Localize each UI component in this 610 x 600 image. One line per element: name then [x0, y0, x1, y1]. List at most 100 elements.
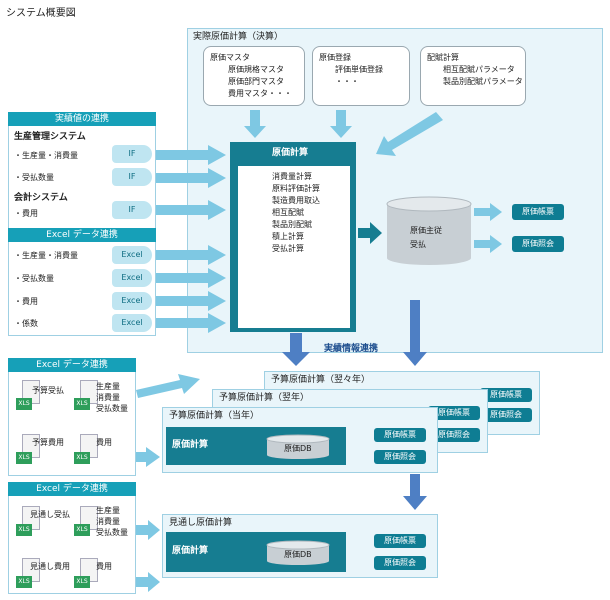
xls-file-item: 生産量	[96, 506, 120, 515]
arrow-right	[156, 145, 226, 165]
budget-db: 原価DB	[266, 434, 330, 460]
actual-panel-title: 実際原価計算（決算）	[193, 32, 284, 42]
prod-system-label: 生産管理システム	[14, 132, 86, 142]
register-box-line: 評価単価登録	[335, 65, 383, 74]
budget-report-button[interactable]: 原価帳票	[480, 388, 532, 402]
source-item: ・受払数量	[14, 274, 54, 283]
arrow-right	[156, 245, 226, 265]
source-item: ・係数	[14, 319, 38, 328]
master-box-line: 原価規格マスタ	[228, 65, 284, 74]
arrow-down-blue	[403, 300, 427, 366]
budget-excel-header: Excel データ連携	[8, 358, 136, 372]
xls-file-icon: XLS	[74, 558, 100, 590]
master-box-line: 原価マスタ	[210, 53, 250, 62]
arrow-right	[156, 313, 226, 333]
cost-calc-item: 消費量計算	[272, 172, 312, 181]
cost-report-button[interactable]: 原価帳票	[512, 204, 564, 220]
budget-layer-title: 予算原価計算（翌年）	[219, 393, 310, 403]
budget-layer-title: 予算原価計算（当年）	[169, 411, 260, 421]
arrow-down-blue	[282, 333, 310, 366]
cylinder-icon	[386, 196, 472, 265]
forecast-report-button[interactable]: 原価帳票	[374, 534, 426, 548]
xls-file-item: 消費量	[96, 517, 120, 526]
arrow-down	[330, 110, 352, 138]
arrow-diagonal	[376, 112, 443, 156]
arrow-right	[474, 203, 502, 221]
xls-file-icon: XLS	[74, 380, 100, 412]
allocation-box-line: 製品別配賦パラメータ	[443, 77, 523, 86]
xls-file-item: 生産量	[96, 382, 120, 391]
xls-file-icon: XLS	[74, 506, 100, 538]
cylinder-icon	[266, 434, 330, 459]
if-connector: IF	[112, 145, 152, 163]
cost-calc-item: 原料評価計算	[272, 184, 320, 193]
arrow-down	[244, 110, 266, 138]
forecast-calc-label: 原価計算	[172, 546, 209, 556]
arrow-right	[136, 572, 160, 592]
xls-file-name: 見通し費用	[30, 562, 70, 571]
cost-calc-item: 受払計算	[272, 244, 304, 253]
arrow-right	[136, 447, 160, 467]
acct-system-label: 会計システム	[14, 193, 68, 203]
allocation-box-line: 相互配賦パラメータ	[443, 65, 515, 74]
link-label: 実績情報連携	[324, 344, 379, 354]
forecast-inquiry-button[interactable]: 原価照会	[374, 556, 426, 570]
xls-file-name: 見通し受払	[30, 510, 70, 519]
source-item: ・生産量・消費量	[14, 251, 78, 260]
source-item: ・生産量・消費量	[14, 151, 78, 160]
budget-inquiry-button[interactable]: 原価照会	[428, 428, 480, 442]
forecast-db: 原価DB	[266, 540, 330, 566]
forecast-excel-header: Excel データ連携	[8, 482, 136, 496]
arrow-right-dark	[358, 222, 382, 244]
source-item: ・受払数量	[14, 173, 54, 182]
actual-db: 原価主従 受払	[386, 196, 472, 266]
xls-file-icon: XLS	[16, 506, 42, 538]
budget-report-button[interactable]: 原価帳票	[428, 406, 480, 420]
arrow-right	[136, 374, 200, 398]
xls-file-item: 費用	[96, 562, 112, 571]
xls-file-item: 消費量	[96, 393, 120, 402]
forecast-title: 見通し原価計算	[169, 518, 233, 528]
excel-connector: Excel	[112, 314, 152, 332]
master-box-line: 原価部門マスタ	[228, 77, 284, 86]
if-connector: IF	[112, 201, 152, 219]
cost-calc-item: 積上計算	[272, 232, 304, 241]
xls-file-item: 受払数量	[96, 528, 128, 537]
register-box: 原価登録 評価単価登録 ・・・	[312, 46, 410, 106]
budget-inquiry-button[interactable]: 原価照会	[480, 408, 532, 422]
register-box-line: 原価登録	[319, 53, 351, 62]
xls-file-name: 予算受払	[32, 386, 64, 395]
xls-file-icon: XLS	[74, 434, 100, 466]
arrow-down-blue	[403, 474, 427, 510]
arrow-right	[156, 200, 226, 220]
arrow-right	[156, 268, 226, 288]
register-box-line: ・・・	[335, 77, 359, 86]
master-box-line: 費用マスタ・・・	[228, 89, 292, 98]
cost-calc-item: 製造費用取込	[272, 196, 320, 205]
budget-calc-label: 原価計算	[172, 440, 209, 450]
cost-calc-item: 製品別配賦	[272, 220, 312, 229]
xls-file-icon: XLS	[16, 434, 42, 466]
source-item: ・費用	[14, 209, 38, 218]
excel-connector: Excel	[112, 292, 152, 310]
excel-connector: Excel	[112, 269, 152, 287]
db-label: 原価DB	[284, 444, 312, 453]
xls-file-item: 費用	[96, 438, 112, 447]
db-label: 受払	[410, 240, 426, 249]
cost-calc-header: 原価計算	[272, 148, 309, 158]
if-connector: IF	[112, 168, 152, 186]
source-item: ・費用	[14, 297, 38, 306]
db-label: 原価主従	[410, 226, 442, 235]
allocation-box-line: 配賦計算	[427, 53, 459, 62]
arrow-right	[136, 520, 160, 540]
cost-calc-list: 消費量計算 原料評価計算 製造費用取込 相互配賦 製品別配賦 積上計算 受払計算	[238, 166, 350, 328]
db-label: 原価DB	[284, 550, 312, 559]
xls-file-name: 予算費用	[32, 438, 64, 447]
xls-file-icon: XLS	[16, 380, 42, 412]
cost-inquiry-button[interactable]: 原価照会	[512, 236, 564, 252]
cost-calc-block: 原価計算 消費量計算 原料評価計算 製造費用取込 相互配賦 製品別配賦 積上計算…	[230, 142, 356, 332]
cost-calc-item: 相互配賦	[272, 208, 304, 217]
budget-report-button[interactable]: 原価帳票	[374, 428, 426, 442]
budget-inquiry-button[interactable]: 原価照会	[374, 450, 426, 464]
arrow-right	[156, 291, 226, 311]
